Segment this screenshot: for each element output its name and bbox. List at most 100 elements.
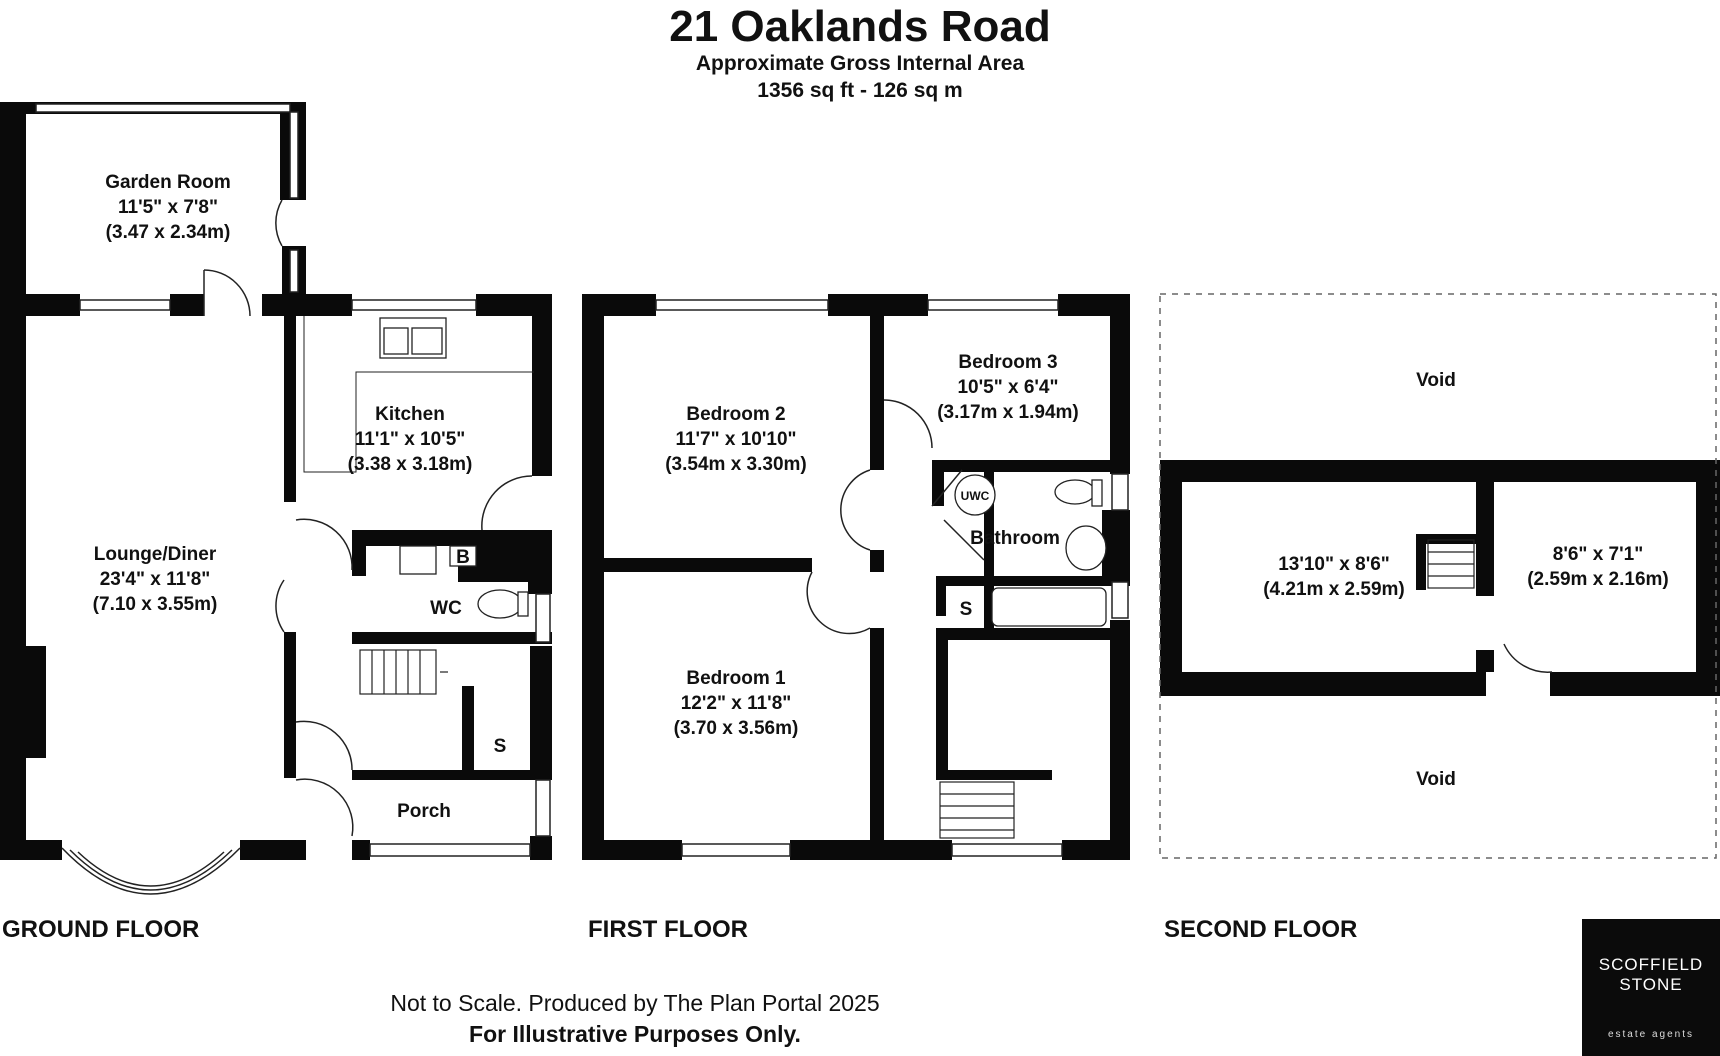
porch-south-window [369,843,531,857]
garden-room-north-window [35,103,291,113]
garden-room-east-window-2 [289,249,299,293]
attic-north-wall [1160,460,1720,482]
windows [35,103,1129,857]
void-top-label: Void [1416,370,1456,391]
bay-window-inner-2 [77,851,225,887]
attic-right-size-imperial: 8'6" x 7'1" [1553,544,1643,565]
bath-north-wall [936,576,1130,586]
lounge-hall-wall [284,632,296,778]
ground-south-wall-a [0,840,62,860]
kitchen-sink-bowl [383,327,409,355]
bathroom-door [943,519,985,561]
chimney-breast [20,646,46,758]
stair-void-south-wall [936,770,1052,780]
logo-line1: SCOFFIELD [1598,955,1704,974]
kitchen-size-metric: (3.38 x 3.18m) [348,454,473,475]
void-boundary [1159,293,1717,859]
wc-label: WC [430,598,462,619]
kitchen-side-door [481,475,533,531]
store-first-wall [936,586,946,616]
first-north-wall-b [828,294,928,316]
kitchen-east-wall-upper [532,294,552,476]
wc-toilet-icon [477,589,523,619]
porch-north-wall [352,770,552,780]
stairs-north-wall [352,632,552,644]
ground-store-label: S [494,736,507,757]
bed2-window [655,299,829,311]
ground-south-wall-b [240,840,306,860]
garden-room-door [275,199,283,247]
footer-disclaimer: Not to Scale. Produced by The Plan Porta… [390,990,880,1016]
first-east-wall-c [1110,620,1130,860]
kitchen-north-window [351,299,477,311]
porch-east-corner [530,836,552,860]
first-south-wall-c [1062,840,1130,860]
bed2-east-stub [870,550,884,572]
attic-partition-upper [1476,482,1494,596]
garden-room-size-metric: (3.47 x 2.34m) [106,222,231,243]
ground-stairs [359,649,437,695]
first-south-wall-a [582,840,682,860]
walls [0,102,1720,860]
bed1-door [806,571,871,635]
bedroom1-name: Bedroom 1 [686,668,786,689]
bathroom-window-1 [1111,473,1129,511]
attic-stair-well-top [1416,534,1476,544]
first-stairs [939,781,1015,839]
fixtures [379,317,1107,627]
first-west-wall [582,294,604,860]
bed3-south-wall [932,460,1130,472]
porch-south-wall-a [352,840,370,860]
lounge-north-window [79,299,171,311]
ground-north-wall-b [170,294,204,316]
landing-south-wall [936,628,1130,640]
uwc-circle [954,474,996,516]
wc-cistern [517,591,529,617]
porch-inner-door [295,720,353,771]
garden-room-name: Garden Room [105,172,231,193]
attic-door [1503,643,1553,673]
porch-label: Porch [397,801,451,822]
boiler-label: B [456,547,470,568]
garden-room-east-window [289,111,299,199]
attic-right-size-metric: (2.59m x 2.16m) [1527,569,1669,590]
kitchen-size-imperial: 11'1" x 10'5" [355,429,466,450]
bathroom-label: Bathroom [970,528,1060,549]
first-south-wall-b [790,840,952,860]
attic-partition-lower [1476,650,1494,672]
bedroom3-size-imperial: 10'5" x 6'4" [957,377,1058,398]
bay-window [61,847,241,895]
void-bottom-label: Void [1416,769,1456,790]
wc-basin-icon [399,545,437,575]
bathroom-cistern [1091,479,1103,507]
porch-east-window [535,779,551,837]
boiler-box [449,545,477,567]
lounge-size-metric: (7.10 x 3.55m) [93,594,218,615]
first-east-wall-b [1102,510,1130,580]
ground-north-wall-c [262,294,352,316]
lounge-door [275,579,285,633]
attic-south-wall-b [1550,672,1720,696]
bedroom3-name: Bedroom 3 [958,352,1057,373]
doors [203,199,1553,837]
lounge-name: Lounge/Diner [94,544,217,565]
bathroom-basin-icon [1065,525,1107,571]
stair-window [951,843,1063,857]
attic-stair-well-left [1416,534,1426,590]
wc-west-wall [352,530,366,576]
garden-room-size-imperial: 11'5" x 7'8" [118,197,218,218]
lounge-kitchen-wall [284,316,296,502]
bedroom1-size-imperial: 12'2" x 11'8" [681,693,792,714]
uwc-label: UWC [961,489,990,503]
logo-line2: STONE [1619,975,1683,994]
bathroom-toilet-icon [1054,479,1096,505]
bed1-bed2-wall [604,558,812,572]
store-west-wall [462,686,474,770]
plan-title: 21 Oaklands Road [669,2,1051,51]
bed2-east-wall [870,316,884,470]
bed3-window [927,299,1059,311]
kitchen-door [295,518,353,571]
bedroom3-size-metric: (3.17m x 1.94m) [937,402,1079,423]
ground-north-wall-a [0,294,80,316]
